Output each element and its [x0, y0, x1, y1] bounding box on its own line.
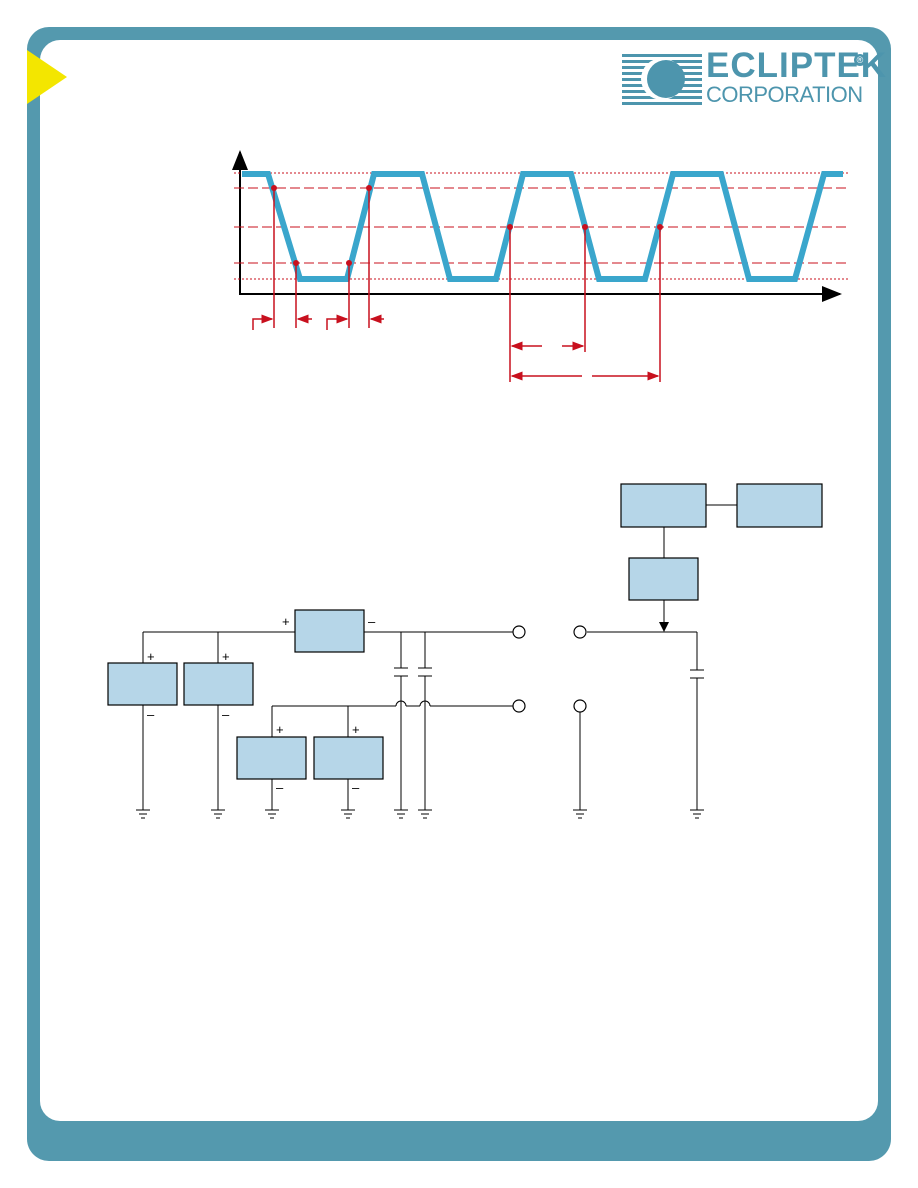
logo-stripes-icon — [622, 54, 702, 105]
rise-time-left-bracket — [326, 314, 349, 330]
ammeter-plus: + — [282, 614, 290, 629]
meas-point-1 — [271, 185, 277, 191]
frequency-counter-box — [736, 483, 823, 528]
registered-mark: ® — [854, 54, 866, 66]
ground-icon — [690, 809, 704, 819]
terminal-in-top — [512, 625, 526, 639]
supply-box-3 — [236, 736, 307, 780]
meas-point-2 — [293, 260, 299, 266]
meas-point-7 — [657, 224, 663, 230]
ground-icon — [136, 809, 150, 819]
section-marker-arrow — [27, 50, 67, 104]
supply-box-4 — [313, 736, 384, 780]
ground-icon — [394, 809, 408, 819]
terminal-out-bottom — [573, 699, 587, 713]
ground-icon — [341, 809, 355, 819]
meas-point-5 — [507, 224, 513, 230]
probe-arrowhead — [659, 622, 669, 632]
ground-icon — [211, 809, 225, 819]
content-panel — [40, 40, 878, 1121]
supply-box-2 — [183, 662, 254, 706]
logo-wordmark: ECLIPTEK — [706, 46, 888, 85]
oscilloscope-box — [620, 483, 707, 528]
supply4-minus: – — [352, 780, 360, 795]
supply3-plus: + — [276, 722, 284, 737]
supply1-minus: – — [147, 707, 155, 722]
meas-point-4 — [366, 185, 372, 191]
ground-icon — [573, 809, 587, 819]
supply3-minus: – — [276, 780, 284, 795]
probe-box — [628, 557, 699, 601]
supply2-plus: + — [222, 649, 230, 664]
meas-point-6 — [582, 224, 588, 230]
ecliptek-logo: ECLIPTEK ® CORPORATION — [622, 46, 886, 108]
supply1-plus: + — [147, 649, 155, 664]
clock-waveform — [242, 171, 843, 282]
meas-point-3 — [346, 260, 352, 266]
ground-symbols — [136, 809, 704, 819]
ground-icon — [418, 809, 432, 819]
ammeter-box — [294, 609, 365, 653]
terminal-out-top — [573, 625, 587, 639]
supply4-plus: + — [352, 722, 360, 737]
supply-box-1 — [107, 662, 178, 706]
terminal-in-bottom — [512, 699, 526, 713]
logo-subtitle: CORPORATION — [706, 82, 863, 107]
ground-icon — [265, 809, 279, 819]
supply2-minus: – — [222, 707, 230, 722]
fall-time-left-bracket — [252, 314, 274, 330]
ammeter-minus: – — [368, 614, 376, 629]
